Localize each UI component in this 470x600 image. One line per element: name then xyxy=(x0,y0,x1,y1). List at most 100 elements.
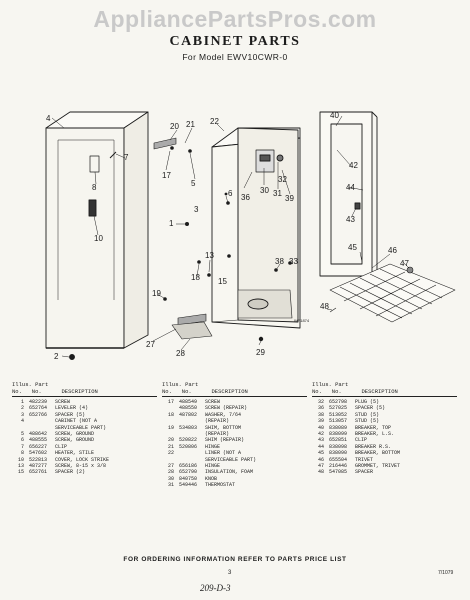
callout-labels: 4 7 8 10 2 20 21 22 17 5 6 3 1 13 18 15 … xyxy=(46,111,409,361)
part-illus-no: 2 xyxy=(20,405,24,412)
part-number: 547085 xyxy=(329,469,348,476)
part-number: 487802 xyxy=(179,411,198,418)
callout-47: 47 xyxy=(400,259,409,268)
part-illus-no: 45 xyxy=(317,450,324,457)
part-description: SCREW xyxy=(55,399,71,405)
part-description: SPACER (5) xyxy=(55,411,86,418)
part-number: 652761 xyxy=(29,469,48,476)
part-description: SCREW xyxy=(205,399,221,405)
callout-29: 29 xyxy=(256,348,265,357)
part-number: 549446 xyxy=(179,482,198,489)
part-description: STUD (5) xyxy=(355,411,380,418)
part-description: BREAKER, L.S. xyxy=(355,431,395,438)
part-number: 216446 xyxy=(329,463,348,470)
part-illus-no: 47 xyxy=(317,463,324,470)
callout-46: 46 xyxy=(388,246,397,255)
part-number: 487277 xyxy=(29,463,48,470)
trivet-grid xyxy=(329,263,456,323)
callout-48: 48 xyxy=(320,302,329,311)
part-number: 656227 xyxy=(29,443,48,450)
callout-31: 31 xyxy=(273,189,282,198)
part-description: LINER (NOT A xyxy=(205,450,242,457)
part-illus-no: 22 xyxy=(167,450,174,457)
part-illus-no: 30 xyxy=(167,475,174,482)
callout-13: 13 xyxy=(205,251,214,260)
part-number: 520822 xyxy=(179,437,198,444)
part-number: 652764 xyxy=(29,405,48,412)
callout-33: 33 xyxy=(289,257,298,266)
part-number: 522813 xyxy=(29,456,48,463)
callout-10: 10 xyxy=(94,234,103,243)
table-row: SERVICEABLE PART) xyxy=(12,425,157,431)
part-description: BREAKER, BOTTOM xyxy=(355,450,401,457)
part-number: 652790 xyxy=(179,469,198,476)
liner xyxy=(211,127,301,329)
part-number: 488555 xyxy=(29,437,48,444)
part-number: 513057 xyxy=(329,418,348,425)
part-number: 838098 xyxy=(329,443,348,450)
callout-4: 4 xyxy=(46,114,51,123)
part-illus-no: 21 xyxy=(167,443,174,450)
callout-38: 38 xyxy=(275,257,284,266)
part-description: BREAKER R.S. xyxy=(355,443,392,450)
part-number: 547602 xyxy=(29,450,48,457)
part-illus-no: 7 xyxy=(20,443,24,450)
table-header-columns: No. No. DESCRIPTION xyxy=(312,388,457,397)
part-description: SHIM (REPAIR) xyxy=(205,437,245,444)
part-description: CLIP xyxy=(55,443,68,450)
part-illus-no: 1 xyxy=(20,399,24,405)
part-description: (REPAIR) xyxy=(205,431,230,438)
part-description: THERMOSTAT xyxy=(205,482,236,489)
part-illus-no: 3 xyxy=(20,411,24,418)
table-header-columns: No. No. DESCRIPTION xyxy=(162,388,307,397)
part-description: HINGE xyxy=(205,443,221,450)
part-illus-no: 4 xyxy=(20,418,24,425)
part-description: SCREW (REPAIR) xyxy=(205,405,248,412)
part-illus-no: 20 xyxy=(167,437,174,444)
callout-44: 44 xyxy=(346,183,355,192)
part-description: SHIM, BOTTOM xyxy=(205,424,242,431)
part-description: TRIVET xyxy=(355,456,374,463)
part-description: CLIP xyxy=(355,437,368,444)
part-illus-no: 15 xyxy=(17,469,24,476)
callout-1: 1 xyxy=(169,219,174,228)
callout-32: 32 xyxy=(278,175,287,184)
print-date: 7/1079 xyxy=(438,570,454,576)
part-number: 652851 xyxy=(329,437,348,444)
part-description: INSULATION, FOAM xyxy=(205,469,254,476)
table-row: 22 LINER (NOT A xyxy=(162,450,307,456)
part-illus-no: 17 xyxy=(167,399,174,405)
part-illus-no: 27 xyxy=(167,463,174,470)
callout-45: 45 xyxy=(348,243,357,252)
part-illus-no: 13 xyxy=(17,463,24,470)
part-description: BREAKER, TOP xyxy=(355,424,392,431)
part-illus-no: 5 xyxy=(20,431,24,438)
ordering-notice: FOR ORDERING INFORMATION REFER TO PARTS … xyxy=(123,556,347,563)
part-illus-no: 19 xyxy=(167,424,174,431)
part-description: LEVELER (4) xyxy=(55,405,89,412)
callout-39: 39 xyxy=(285,194,294,203)
part-illus-no: 38 xyxy=(317,411,324,418)
part-number: 527025 xyxy=(329,405,348,412)
